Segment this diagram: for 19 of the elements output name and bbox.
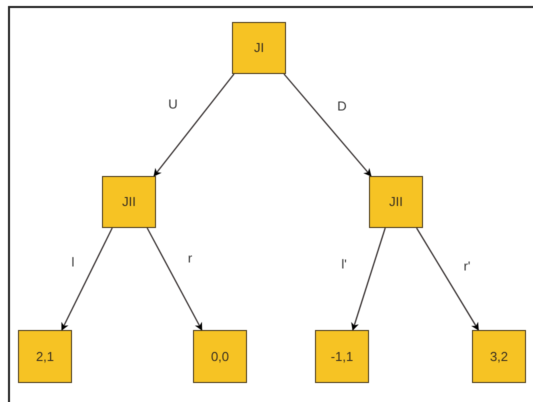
game-node-box: 3,2	[472, 330, 526, 383]
game-node-box: JII	[102, 176, 156, 228]
game-node-box: 2,1	[18, 330, 72, 383]
arrow	[416, 228, 479, 331]
game-node-box: JI	[232, 22, 286, 74]
edge-label: l	[72, 256, 74, 268]
arrow	[284, 74, 372, 177]
edge-label: r'	[464, 260, 470, 272]
arrow	[153, 74, 235, 177]
arrow	[351, 228, 386, 331]
arrow	[146, 228, 202, 331]
edge-label: D	[337, 100, 347, 112]
edge-label: l'	[341, 258, 347, 270]
arrow	[61, 228, 113, 331]
game-node-box: JII	[369, 176, 423, 228]
edge-label: r	[188, 252, 192, 264]
game-node-box: -1,1	[315, 330, 369, 383]
game-node-box: 0,0	[193, 330, 247, 383]
edge-label: U	[168, 98, 178, 110]
